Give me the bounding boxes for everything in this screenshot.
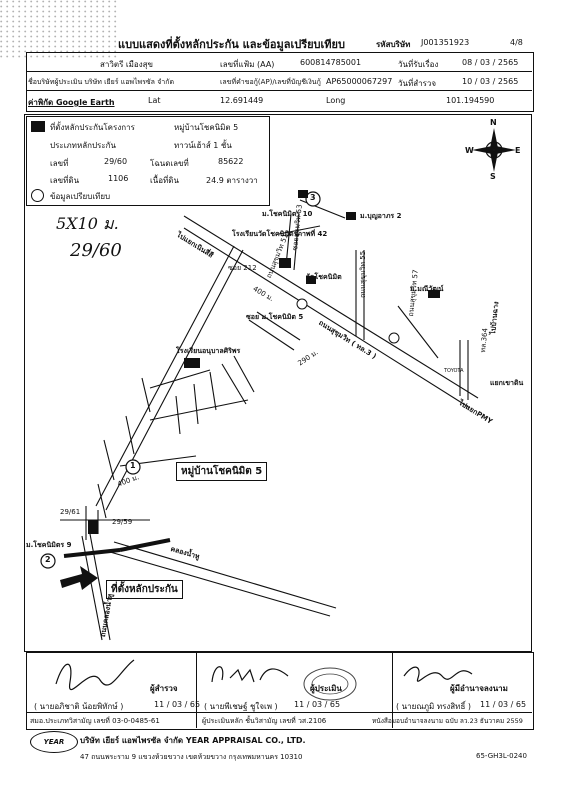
coord-label: ค่าพิกัด Google Earth	[28, 98, 115, 107]
company-seal	[303, 667, 357, 701]
map-label-boonyaporn2: ม.บุญอาภร 2	[360, 212, 402, 220]
map-marker-3: 3	[310, 193, 316, 202]
ap-no: AP65000067297	[326, 77, 393, 86]
legend-swatch	[31, 121, 45, 132]
map-label-school: โรงเรียนวัดโชคนิมิตรภาพที่ 42	[232, 230, 328, 238]
info-table	[26, 52, 534, 112]
collateral-block	[88, 520, 98, 534]
map-frame	[24, 114, 532, 652]
survey-date: 10 / 03 / 2565	[462, 77, 519, 86]
signer-signature	[403, 666, 473, 682]
map-label-collateral: ที่ตั้งหลักประกัน	[106, 580, 183, 599]
legend-area: 24.9 ตารางวา	[206, 176, 258, 185]
company-id-label: รหัสบริษัท	[376, 40, 411, 49]
signer-name: ( นายณภูมิ ทรงสิทธิ์ )	[396, 702, 472, 711]
map-label-2961: 29/61	[60, 508, 81, 516]
file-no: 600814785001	[300, 58, 362, 67]
long-label: Long	[326, 96, 346, 105]
divider	[26, 712, 532, 713]
footer-company: บริษัท เยียร์ แอพไพรซัล จำกัด YEAR APPRA…	[80, 736, 306, 745]
map-label-sukhumvit55: ถนนสุขุมวิท 55	[359, 250, 367, 298]
handwrite-size: 5X10 ม.	[56, 214, 119, 233]
signer-role: ผู้มีอำนาจลงนาม	[450, 684, 508, 693]
compass-e: E	[515, 146, 521, 155]
company-logo: YEAR	[30, 731, 78, 753]
divider	[26, 90, 532, 91]
map-label-soi-choknimit5: ซอย ม.โชคนิมิต 5	[246, 313, 304, 321]
page-number: 4/8	[510, 38, 523, 47]
scan-noise	[0, 0, 120, 60]
legend-location-label: ที่ตั้งหลักประกันโครงการ	[50, 123, 135, 132]
legend-land: 1106	[108, 174, 129, 183]
map-label-soi212: ซอย 212	[228, 264, 257, 272]
license-surveyor: สมอ.ประเภทวิสามัญ เลขที่ 03-0-0485-61	[30, 717, 160, 725]
signer-date: 11 / 03 / 65	[480, 700, 527, 709]
appraiser-signature	[211, 666, 289, 683]
survey-date-label: วันที่สำรวจ	[398, 79, 437, 88]
map-label-project: หมู่บ้านโชคนิมิต 5	[176, 462, 268, 481]
appraiser-role: ผู้ประเมิน	[310, 684, 342, 693]
ap-label: เลขที่คำขอกู้(AP)/เลขที่บัญชีเงินกู้	[220, 78, 321, 86]
legend-area-label: เนื้อที่ดิน	[150, 176, 179, 185]
divider	[392, 652, 393, 728]
map-label-toyota: TOYOTA	[444, 368, 464, 374]
company-name: ชื่อบริษัทผู้ประเมิน บริษัท เยียร์ แอพไพ…	[28, 78, 175, 86]
map-label-choknimit10: ม.โชคนิมิตร 10	[262, 210, 313, 218]
compass-w: W	[465, 146, 474, 155]
map-label-choknimit9: ม.โชคนิมิตร 9	[26, 541, 72, 549]
divider	[196, 652, 197, 728]
lat-value: 12.691449	[220, 96, 264, 105]
handwrite-unit: 29/60	[70, 240, 122, 261]
legend-no: 29/60	[104, 157, 128, 166]
signature-table	[26, 652, 534, 730]
legend-compare-circle	[31, 189, 44, 202]
appraiser-date: 11 / 03 / 65	[294, 700, 341, 709]
map-label-yaek: แยกเขาดิน	[490, 379, 524, 387]
map-label-school2: โรงเรียนอนุบาลศิริพร	[176, 347, 241, 355]
legend-land-label: เลขที่ดิน	[50, 176, 80, 185]
legend-no-label: เลขที่	[50, 159, 69, 168]
map-label-wat: วัดโชคนิมิต	[306, 273, 342, 281]
license-appraiser: ผู้ประเมินหลัก ชั้นวิสามัญ เลขที่ วส.210…	[202, 717, 327, 725]
compass-icon	[472, 128, 516, 172]
page-title: แบบแสดงที่ตั้งหลักประกัน และข้อมูลเปรียบ…	[118, 38, 345, 51]
compass-s: S	[490, 172, 496, 181]
long-value: 101.194590	[446, 96, 495, 105]
legend-zone: 85622	[218, 157, 244, 166]
license-signer: หนังสือมอบอำนาจลงนาม ฉบับ ลว.23 ธันวาคม …	[372, 717, 523, 725]
legend-box	[26, 116, 270, 206]
map-label-minwan: ม.มณีวัฒน์	[410, 285, 444, 293]
lat-label: Lat	[148, 96, 161, 105]
footer-address: 47 ถนนพระราม 9 แขวงห้วยขวาง เขตห้วยขวาง …	[80, 753, 303, 761]
company-id: J001351923	[421, 38, 470, 47]
map-marker-2: 2	[45, 555, 51, 564]
map-label-2959: 29/59	[112, 518, 133, 526]
surveyor-date: 11 / 03 / 65	[154, 700, 201, 709]
appraiser-name: ( นายพีเชษฐ์ ชูใจเพ )	[204, 702, 278, 711]
legend-project: หมู่บ้านโชคนิมิต 5	[174, 123, 239, 132]
date-issued: 08 / 03 / 2565	[462, 58, 519, 67]
date-issued-label: วันที่รับเรื่อง	[398, 60, 439, 69]
surveyor-signature	[55, 659, 135, 691]
legend-zone-label: โฉนดเลขที่	[150, 159, 189, 168]
legend-type: ทาวน์เฮ้าส์ 1 ชั้น	[174, 141, 232, 150]
legend-type-label: ประเภทหลักประกัน	[50, 141, 116, 150]
footer-code: 65-GH3L-0240	[476, 752, 527, 760]
surveyor-name: ( นายอภิชาติ น้อยพิทักษ์ )	[34, 702, 124, 711]
map-marker-1: 1	[130, 461, 136, 470]
surveyor-role: ผู้สำรวจ	[150, 684, 178, 693]
file-no-label: เลขที่แฟ้ม (AA)	[220, 60, 275, 69]
divider	[26, 71, 532, 72]
compass-n: N	[490, 118, 497, 127]
legend-compare-label: ข้อมูลเปรียบเทียบ	[50, 192, 111, 201]
branch-name: สาวิตรี เมืองสุข	[100, 60, 153, 69]
